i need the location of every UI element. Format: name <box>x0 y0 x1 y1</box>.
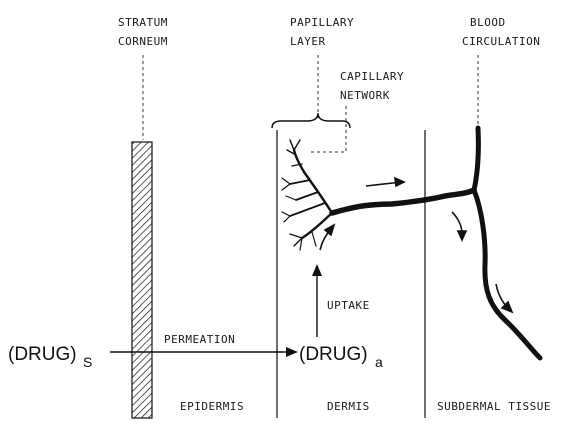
capillary-network-label-line2: NETWORK <box>340 89 390 102</box>
flow-arrow-right-head <box>395 178 404 186</box>
papillary-layer-label-line1: PAPILLARY <box>290 16 354 29</box>
capillary-network-leader <box>310 106 346 152</box>
subdermal-tissue-label: SUBDERMAL TISSUE <box>437 400 551 413</box>
uptake-label: UPTAKE <box>327 299 370 312</box>
dermis-label: DERMIS <box>327 400 370 413</box>
drug-s-label: (DRUG) <box>8 344 77 365</box>
flow-arrow-curve-upper-head <box>458 231 466 240</box>
blood-circulation-label-line1: BLOOD <box>470 16 506 29</box>
stratum-corneum-label-line1: STRATUM <box>118 16 168 29</box>
capillary-network <box>282 140 332 250</box>
stratum-corneum-band <box>132 142 152 418</box>
blood-vessel <box>332 128 540 358</box>
papillary-layer-bracket <box>272 113 350 128</box>
leader-lines <box>143 55 478 152</box>
blood-circulation-label-line2: CIRCULATION <box>462 35 540 48</box>
drug-a-label: (DRUG) <box>299 344 368 365</box>
vessel-lower <box>474 190 540 358</box>
vessel-horizontal <box>332 190 474 213</box>
drug-a-subscript: a <box>375 354 383 370</box>
epidermis-label: EPIDERMIS <box>180 400 244 413</box>
papillary-layer-label-line2: LAYER <box>290 35 326 48</box>
vessel-upper <box>474 128 478 190</box>
capillary-network-label-line1: CAPILLARY <box>340 70 404 83</box>
uptake-arrow-head <box>312 264 322 276</box>
permeation-label: PERMEATION <box>164 333 235 346</box>
permeation-arrow-head <box>286 347 298 357</box>
stratum-corneum-label-line2: CORNEUM <box>118 35 168 48</box>
drug-s-subscript: S <box>83 354 92 370</box>
uptake-branch-arrow-head <box>325 225 334 235</box>
